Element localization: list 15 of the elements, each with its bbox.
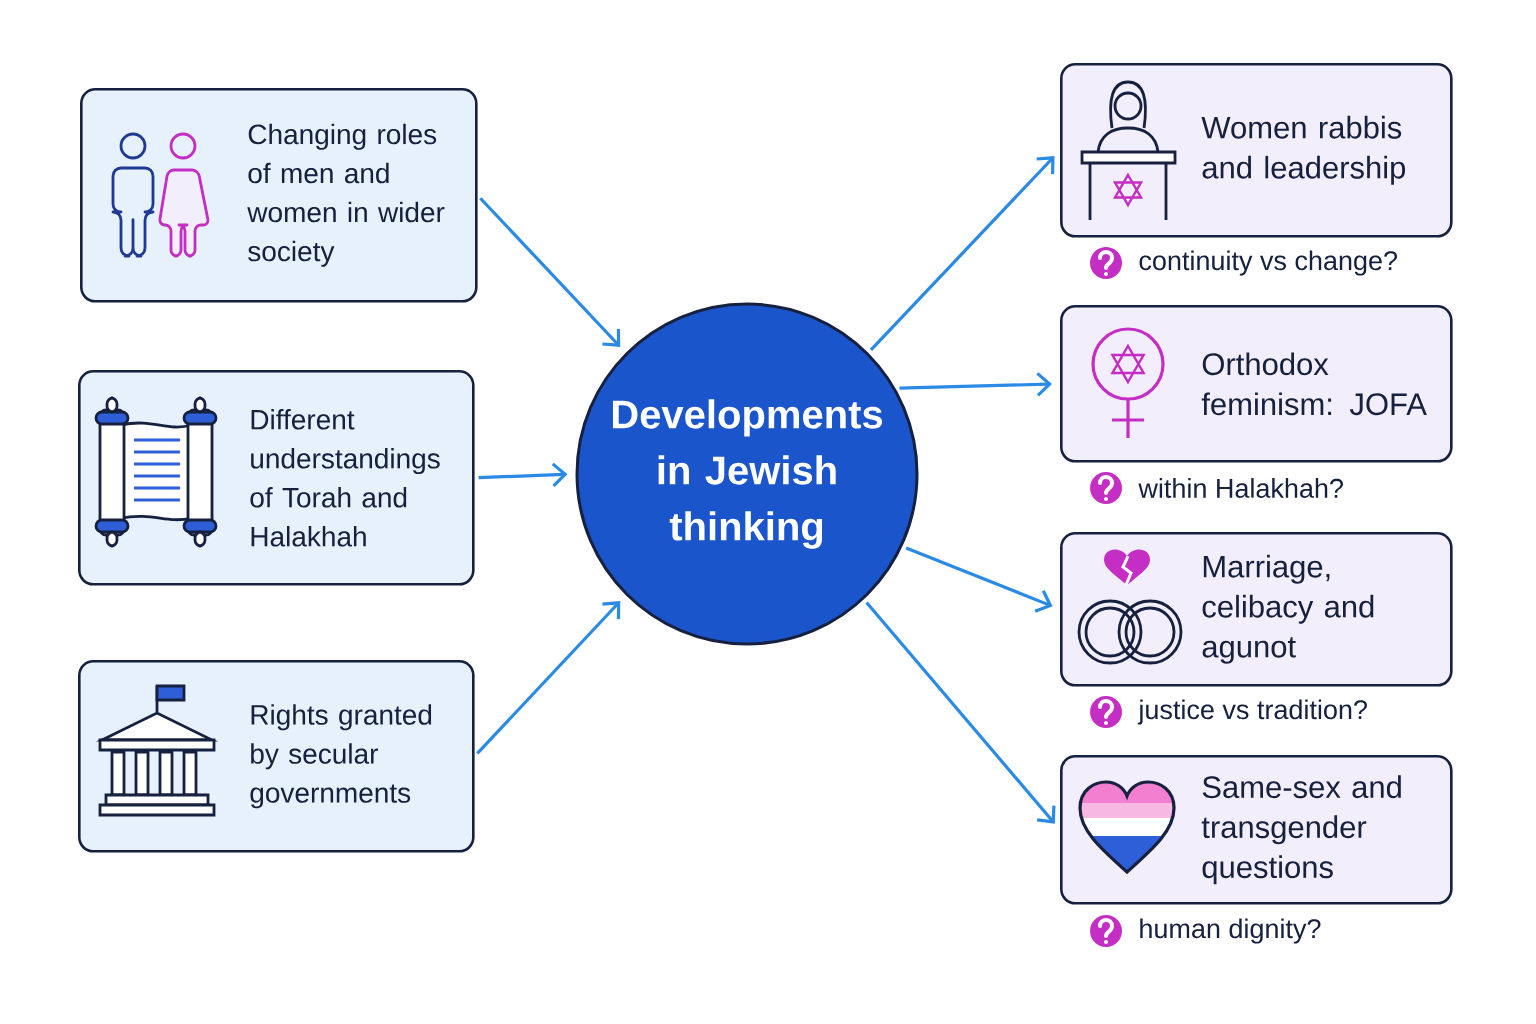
question-text: justice vs tradition? — [1137, 699, 1367, 725]
question-text: human dignity? — [1140, 918, 1321, 944]
question-text: within Halakhah? — [1138, 478, 1343, 498]
question-text: continuity vs change? — [1139, 250, 1398, 276]
arrow — [478, 462, 568, 487]
arrow — [476, 601, 621, 755]
topic-box: Changing roles of men and women in wider society — [80, 88, 478, 303]
topic-box: Marriage, celibacy and agunot — [1060, 532, 1453, 687]
topic-box: Women rabbis and leadership — [1060, 63, 1453, 238]
topic-box: Orthodox feminism: JOFA — [1060, 305, 1453, 463]
arrow — [869, 156, 1055, 351]
arrow — [905, 546, 1053, 613]
arrow — [865, 601, 1056, 824]
arrow — [479, 197, 621, 347]
arrow — [899, 372, 1052, 397]
